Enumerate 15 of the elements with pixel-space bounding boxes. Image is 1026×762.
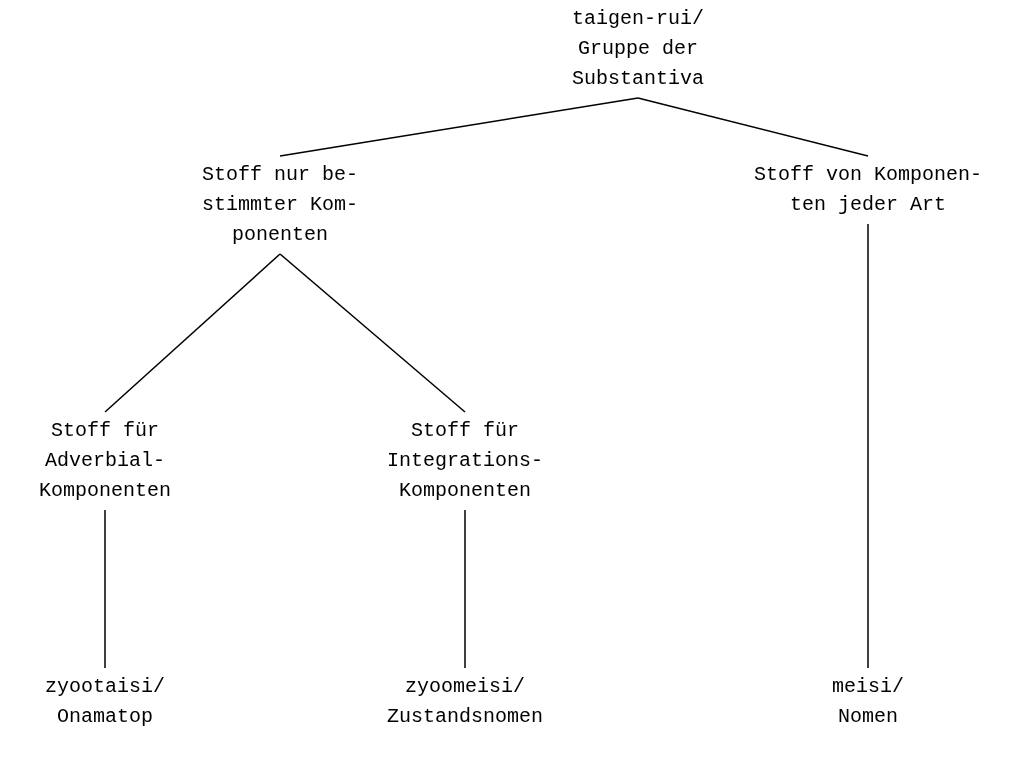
node-label: meisi/ Nomen — [831, 674, 905, 730]
connector-line — [279, 97, 639, 157]
node-label: Stoff nur be- stimmter Kom- ponenten — [201, 162, 359, 248]
connector-line — [464, 509, 466, 669]
connector-line — [104, 253, 281, 413]
connector-line — [279, 253, 466, 413]
connector-line — [867, 223, 869, 669]
connector-line — [104, 509, 106, 669]
connector-line — [637, 97, 869, 157]
node-label: taigen-rui/ Gruppe der Substantiva — [571, 6, 705, 92]
node-label: Stoff von Komponen- ten jeder Art — [752, 162, 983, 218]
node-label: zyootaisi/ Onamatop — [44, 674, 166, 730]
node-label: zyoomeisi/ Zustandsnomen — [386, 674, 544, 730]
node-label: Stoff für Integrations- Komponenten — [386, 418, 544, 504]
node-label: Stoff für Adverbial- Komponenten — [38, 418, 172, 504]
